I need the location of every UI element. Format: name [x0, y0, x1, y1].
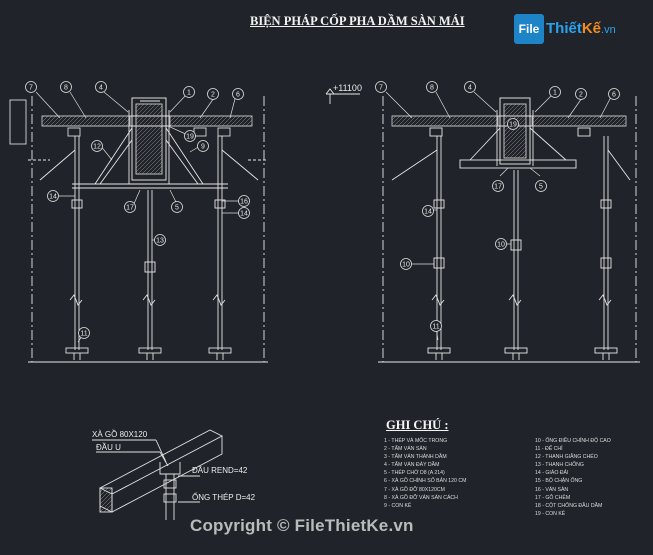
svg-text:19: 19 — [186, 134, 194, 141]
note-item: 9 - CON KÊ — [384, 502, 412, 509]
svg-text:14: 14 — [240, 211, 248, 218]
note-item: 19 - CON KÊ — [535, 510, 566, 517]
svg-text:13: 13 — [156, 238, 164, 245]
level-mark: +11100 — [333, 83, 362, 93]
note-item: 6 - XÀ GỒ CHÍNH SỐ BẢN 120 CM — [384, 478, 467, 485]
svg-text:16: 16 — [240, 199, 248, 206]
callout-left-16: 16 — [238, 195, 250, 207]
watermark: Copyright © FileThietKe.vn — [190, 516, 414, 535]
svg-text:12: 12 — [93, 144, 101, 151]
callout-left-7: 7 — [25, 81, 37, 93]
svg-text:1: 1 — [187, 90, 191, 97]
callout-right-2: 2 — [575, 88, 587, 100]
svg-text:6: 6 — [236, 92, 240, 99]
detail-drawing — [92, 429, 223, 520]
note-item: 17 - GỖ CHÊM — [535, 494, 571, 501]
label-steel-pipe: ỐNG THÉP D=42 — [192, 493, 256, 502]
svg-text:14: 14 — [424, 209, 432, 216]
callout-right-4: 4 — [464, 81, 476, 93]
logo-name: ThiếtKế.vn — [546, 20, 616, 37]
label-u-head: ĐẦU U — [96, 443, 121, 452]
callout-left-4: 4 — [95, 81, 107, 93]
callout-left-13: 13 — [154, 234, 166, 246]
note-item: 14 - GIÁO ĐẢI — [535, 470, 569, 477]
svg-text:8: 8 — [64, 85, 68, 92]
svg-text:19: 19 — [509, 122, 517, 129]
note-item: 5 - THÉP CHỜ D8 (A 214) — [384, 470, 445, 477]
label-purlin: XÀ GỒ 80X120 — [92, 430, 148, 439]
svg-text:17: 17 — [126, 205, 134, 212]
note-item: 11 - ĐẾ CHỈ — [535, 446, 563, 453]
svg-text:11: 11 — [80, 331, 87, 338]
right-section — [325, 88, 640, 363]
note-item: 18 - CỘT CHỐNG ĐẦU DẦM — [535, 502, 603, 509]
callout-right-1: 1 — [549, 86, 561, 98]
left-section — [9, 96, 268, 363]
svg-text:10: 10 — [497, 242, 505, 249]
svg-text:4: 4 — [99, 85, 103, 92]
svg-text:7: 7 — [379, 85, 383, 92]
svg-text:8: 8 — [430, 85, 434, 92]
drawing-title: BIỆN PHÁP CỐP PHA DẦM SÀN MÁI — [250, 14, 465, 28]
callout-right-10: 10 — [495, 238, 507, 250]
callout-left-19: 19 — [184, 130, 196, 142]
svg-text:5: 5 — [175, 205, 179, 212]
callout-right-6: 6 — [608, 88, 620, 100]
svg-text:5: 5 — [539, 184, 543, 191]
callout-left-14: 14 — [238, 207, 250, 219]
site-logo[interactable]: File ThiếtKế.vn — [514, 8, 644, 48]
callout-left-9: 9 — [197, 140, 209, 152]
note-item: 10 - ỐNG ĐIỀU CHỈNH ĐỘ CAO — [535, 438, 611, 444]
svg-text:4: 4 — [468, 85, 472, 92]
note-item: 13 - THANH CHỐNG — [535, 462, 584, 469]
callout-left-11: 11 — [78, 327, 90, 339]
callout-left-12: 12 — [91, 140, 103, 152]
svg-text:9: 9 — [201, 144, 205, 151]
note-item: 3 - TẤM VÁN THÀNH DẦM — [384, 454, 447, 461]
callout-right-10: 10 — [400, 258, 412, 270]
svg-text:2: 2 — [579, 92, 583, 99]
callout-right-5: 5 — [535, 180, 547, 192]
callout-left-6: 6 — [232, 88, 244, 100]
svg-text:2: 2 — [211, 92, 215, 99]
svg-text:1: 1 — [553, 90, 557, 97]
svg-text:14: 14 — [49, 194, 57, 201]
callout-left-2: 2 — [207, 88, 219, 100]
callout-right-19: 19 — [507, 118, 519, 130]
callout-right-11: 11 — [430, 320, 442, 332]
note-item: 1 - THÉP VÀ MỐC TRONG — [384, 438, 448, 444]
callout-left-14: 14 — [47, 190, 59, 202]
note-item: 4 - TẤM VÁN ĐÁY DẦM — [384, 462, 440, 469]
callout-right-17: 17 — [492, 180, 504, 192]
callout-right-8: 8 — [426, 81, 438, 93]
svg-text:17: 17 — [494, 184, 502, 191]
callout-left-8: 8 — [60, 81, 72, 93]
svg-text:6: 6 — [612, 92, 616, 99]
note-item: 16 - VÁN SÀN — [535, 486, 569, 493]
svg-text:10: 10 — [402, 262, 410, 269]
note-item: 2 - TẤM VÁN SÀN — [384, 446, 427, 453]
callout-left-5: 5 — [171, 201, 183, 213]
note-item: 8 - XÀ GỒ ĐỠ VÁN SÀN CÁCH — [384, 494, 458, 501]
callout-left-1: 1 — [183, 86, 195, 98]
note-item: 15 - BỘ CHẬN ỐNG — [535, 478, 583, 485]
callout-right-7: 7 — [375, 81, 387, 93]
notes-title: GHI CHÚ : — [386, 418, 449, 432]
logo-badge: File — [514, 14, 544, 44]
note-item: 12 - THANH GIẰNG CHÉO — [535, 454, 598, 461]
svg-text:7: 7 — [29, 85, 33, 92]
label-end-head: ĐẦU REND=42 — [192, 466, 248, 475]
callout-left-17: 17 — [124, 201, 136, 213]
note-item: 7 - XÀ GỒ ĐỠ 80X120CM — [384, 486, 445, 493]
svg-text:11: 11 — [432, 324, 439, 331]
callout-right-14: 14 — [422, 205, 434, 217]
